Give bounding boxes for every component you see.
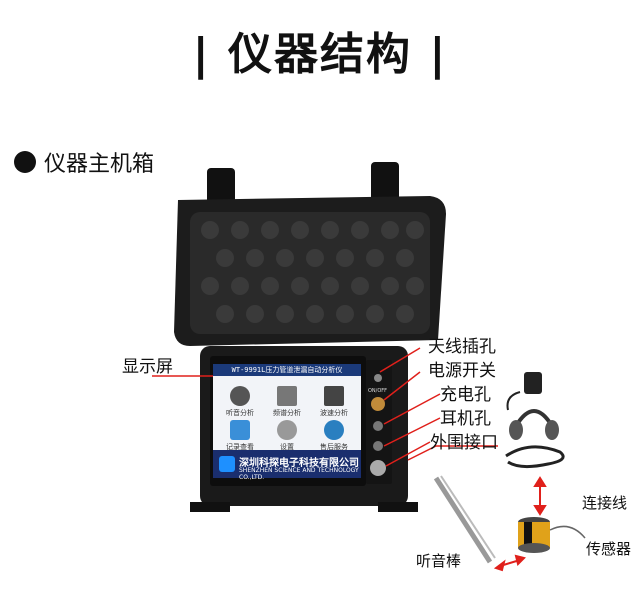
charger-icon [506,372,542,411]
charge-port [373,421,383,431]
pointer-peripheral-ext [407,445,498,461]
peripheral-port [370,460,386,476]
gear-icon [277,420,297,440]
case-foot-right [378,502,418,512]
listening-rod-icon [433,475,496,564]
lid-latch-right [371,162,399,202]
power-switch-text: ON/OFF [368,388,387,394]
brand-cn: 深圳科探电子科技有限公司 [239,458,359,469]
pointer-charge [383,393,441,425]
app-spectrum-analysis[interactable]: 频谱分析 [266,386,308,418]
section-heading: 仪器主机箱 [14,146,154,178]
pointer-power [383,371,421,401]
app-listening-analysis[interactable]: 听音分析 [219,386,261,418]
waveform-icon [324,386,344,406]
arrow-rod-to-sensor [493,554,526,572]
microphone-icon [230,420,250,440]
earphone-port [373,441,383,451]
phone-icon [324,420,344,440]
pointer-earphone [383,417,441,447]
arrow-cable-to-sensor [533,476,547,516]
foam-padding [190,212,430,334]
page-title: | 仪器结构 | [192,29,448,80]
app-settings[interactable]: 设置 [266,420,308,452]
brand-en: SHENZHEN SCIENCE AND TECHNOLOGY CO.,LTD. [239,467,359,481]
app-after-sales[interactable]: 售后服务 [313,420,355,452]
device-screen: WT-9991L压力管道泄漏自动分析仪 听音分析 频谱分析 波速分析 记录查看 … [213,364,361,481]
pointer-peripheral [385,441,431,467]
label-cable: 连接线 [582,494,628,512]
section-heading-text: 仪器主机箱 [44,152,155,177]
app-records[interactable]: 记录查看 [219,420,261,452]
label-display: 显示屏 [122,357,173,377]
pointer-antenna [379,347,421,373]
label-power: 电源开关 [428,361,496,381]
label-peripheral: 外围接口 [430,433,498,453]
case-foot-left [190,502,230,512]
label-antenna: 天线插孔 [428,337,496,357]
label-sensor: 传感器 [586,540,632,558]
bullet-dot-icon [14,151,36,173]
sensor-icon [518,517,586,553]
spectrum-icon [277,386,297,406]
power-switch [371,397,385,411]
foam-bumps [201,221,424,323]
brand-banner: 深圳科探电子科技有限公司 SHENZHEN SCIENCE AND TECHNO… [213,450,361,481]
antenna-socket [374,374,382,382]
label-earphone: 耳机孔 [440,409,491,429]
label-listening-rod: 听音棒 [416,552,462,570]
company-logo-icon [219,456,235,472]
lid-latch-left [207,168,235,208]
label-charge: 充电孔 [440,385,491,405]
app-wave-speed-analysis[interactable]: 波速分析 [313,386,355,418]
headphones-icon [509,409,559,440]
listening-icon [230,386,250,406]
connection-cable-icon [505,445,565,469]
screen-header: WT-9991L压力管道泄漏自动分析仪 [213,364,361,376]
